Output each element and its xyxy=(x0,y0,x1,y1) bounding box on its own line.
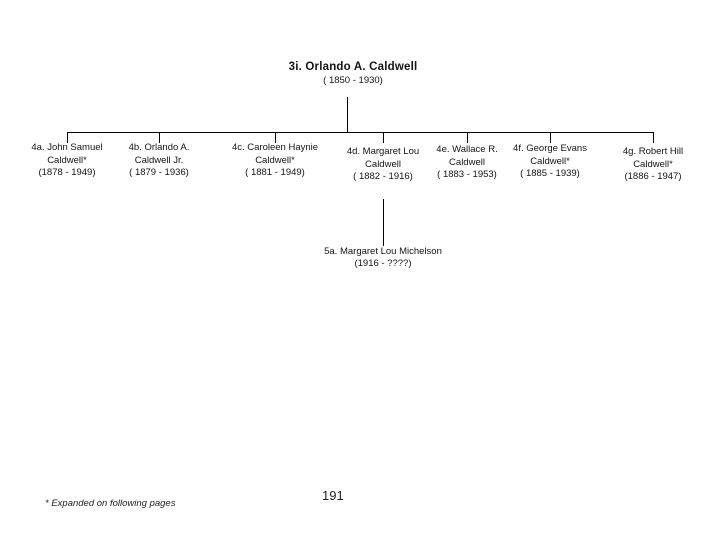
child-name-line1: 4d. Margaret Lou xyxy=(346,146,420,157)
child-node-4c: 4c. Caroleen Haynie Caldwell* ( 1881 - 1… xyxy=(215,142,335,180)
child-name-line1: 4f. George Evans xyxy=(513,143,587,154)
child-node-4f: 4f. George Evans Caldwell* ( 1885 - 1939… xyxy=(490,143,610,181)
grandchild-years: (1916 - ????) xyxy=(354,258,412,269)
child-node-4a: 4a. John Samuel Caldwell* (1878 - 1949) xyxy=(7,142,127,180)
footnote: * Expanded on following pages xyxy=(45,498,176,509)
child-node-4b: 4b. Orlando A. Caldwell Jr. ( 1879 - 193… xyxy=(99,142,219,180)
child-name-line2: Caldwell Jr. xyxy=(134,154,184,166)
child-node-4e: 4e. Wallace R. Caldwell ( 1883 - 1953) xyxy=(407,144,527,182)
child-years: ( 1882 - 1916) xyxy=(353,171,413,182)
child-years: ( 1881 - 1949) xyxy=(245,167,305,178)
connector-drop-4c xyxy=(275,132,276,143)
connector-drop-4g xyxy=(653,132,654,143)
child-name-line1: 4e. Wallace R. xyxy=(436,144,498,155)
child-name-line2: Caldwell* xyxy=(633,158,673,170)
child-name-line1: 4b. Orlando A. xyxy=(128,142,190,153)
child-years: ( 1879 - 1936) xyxy=(129,167,189,178)
connector-drop-4e xyxy=(467,132,468,143)
child-years: (1886 - 1947) xyxy=(624,171,682,182)
root-node: 3i. Orlando A. Caldwell ( 1850 - 1930) xyxy=(203,59,503,87)
child-name-line2: Caldwell* xyxy=(530,155,570,167)
grandchild-name: 5a. Margaret Lou Michelson xyxy=(324,246,442,257)
child-name-line2: Caldwell* xyxy=(255,154,295,166)
connector-drop-4a xyxy=(67,132,68,143)
root-years: ( 1850 - 1930) xyxy=(323,75,383,86)
connector-drop-4d xyxy=(383,132,384,143)
child-years: (1878 - 1949) xyxy=(38,167,96,178)
page-title: 3i. Orlando A. Caldwell xyxy=(288,61,418,73)
connector-drop-4b xyxy=(159,132,160,143)
connector-rail xyxy=(67,132,654,133)
connector-drop-4f xyxy=(550,132,551,143)
child-node-4d: 4d. Margaret Lou Caldwell ( 1882 - 1916) xyxy=(323,146,443,184)
child-node-4g: 4g. Robert Hill Caldwell* (1886 - 1947) xyxy=(593,146,713,184)
child-name-line1: 4g. Robert Hill xyxy=(622,146,684,157)
page-number: 191 xyxy=(322,488,344,503)
connector-grandchild-stem xyxy=(383,199,384,246)
child-name-line1: 4c. Caroleen Haynie xyxy=(231,142,319,153)
child-name-line2: Caldwell* xyxy=(47,154,87,166)
child-years: ( 1885 - 1939) xyxy=(520,168,580,179)
child-name-line2: Caldwell xyxy=(365,158,401,170)
child-name-line2: Caldwell xyxy=(449,156,485,168)
child-years: ( 1883 - 1953) xyxy=(437,169,497,180)
child-name-line1: 4a. John Samuel xyxy=(31,142,103,153)
connector-root-stem xyxy=(347,97,348,133)
grandchild-node-5a: 5a. Margaret Lou Michelson (1916 - ????) xyxy=(293,246,473,270)
